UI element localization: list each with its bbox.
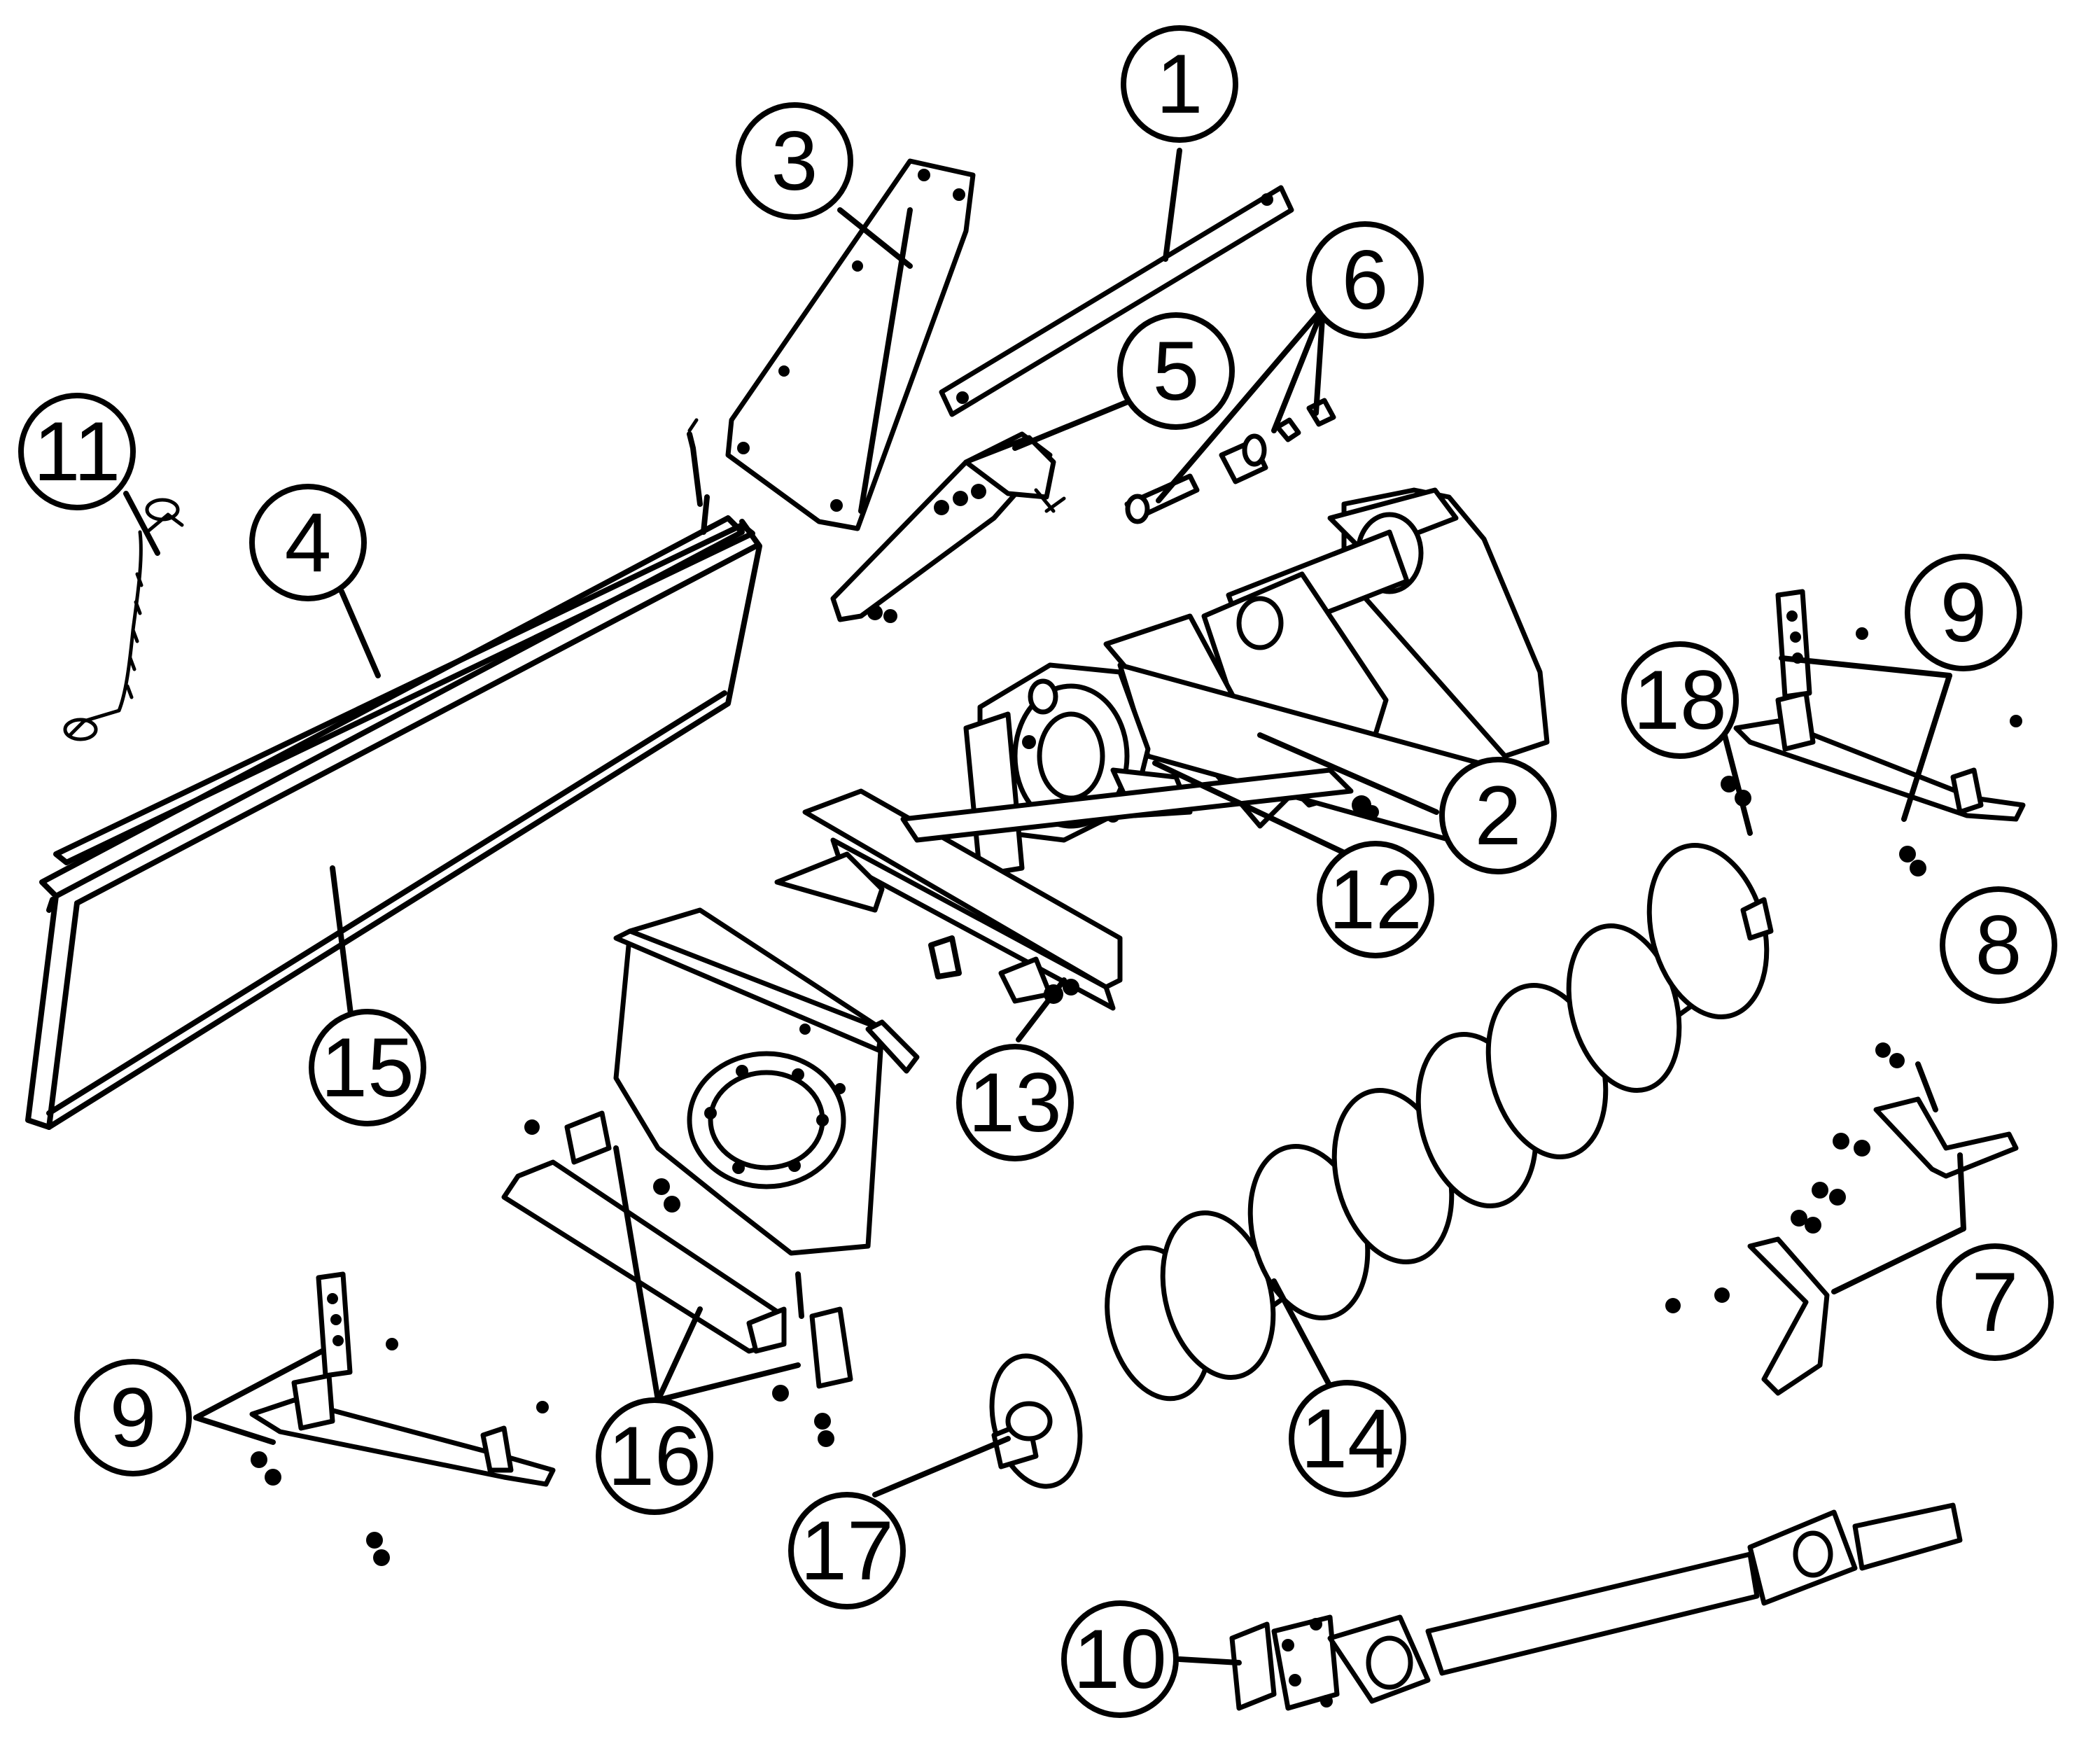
svg-text:13: 13 bbox=[968, 1056, 1061, 1150]
part-pto-shaft bbox=[1229, 1502, 1963, 1711]
callout-2: 2 bbox=[1439, 757, 1557, 874]
svg-text:11: 11 bbox=[34, 405, 121, 498]
svg-text:3: 3 bbox=[771, 114, 818, 208]
part-front-shield bbox=[25, 418, 762, 1130]
part-tine-left bbox=[249, 1271, 556, 1566]
svg-text:1: 1 bbox=[1156, 37, 1203, 131]
part-bracket bbox=[830, 431, 1066, 623]
callout-16: 16 bbox=[596, 1397, 713, 1515]
part-rotor-assembly bbox=[989, 842, 1774, 1489]
svg-text:17: 17 bbox=[800, 1504, 893, 1598]
callout-3: 3 bbox=[736, 102, 853, 220]
callout-9-left: 9 bbox=[74, 1359, 192, 1476]
callout-17: 17 bbox=[788, 1492, 906, 1609]
svg-text:9: 9 bbox=[1940, 566, 1987, 659]
callout-5: 5 bbox=[1117, 312, 1235, 430]
svg-text:8: 8 bbox=[1975, 898, 2022, 992]
leader-lines bbox=[123, 148, 1966, 1665]
callout-13: 13 bbox=[956, 1044, 1074, 1161]
part-skid-bar bbox=[501, 1110, 853, 1447]
part-l-blades bbox=[1665, 1042, 2019, 1396]
svg-text:12: 12 bbox=[1329, 853, 1422, 947]
part-left-side-plate bbox=[613, 907, 920, 1256]
svg-text:16: 16 bbox=[608, 1409, 701, 1503]
svg-text:9: 9 bbox=[110, 1371, 157, 1465]
callout-6: 6 bbox=[1306, 221, 1424, 339]
callout-15: 15 bbox=[309, 1009, 426, 1126]
part-tine-right bbox=[1721, 589, 2026, 877]
callout-7: 7 bbox=[1936, 1243, 2054, 1361]
svg-text:6: 6 bbox=[1342, 233, 1389, 327]
callout-9-right: 9 bbox=[1905, 554, 2022, 671]
callout-4: 4 bbox=[249, 484, 367, 601]
svg-text:4: 4 bbox=[285, 496, 332, 589]
callout-12: 12 bbox=[1317, 841, 1434, 958]
svg-text:2: 2 bbox=[1475, 769, 1522, 862]
part-cross-beam-frame bbox=[774, 767, 1354, 1011]
callout-14: 14 bbox=[1289, 1380, 1406, 1497]
callout-18: 18 bbox=[1621, 641, 1739, 759]
svg-text:15: 15 bbox=[321, 1021, 414, 1115]
callout-1: 1 bbox=[1121, 25, 1238, 143]
part-safety-chain bbox=[63, 498, 184, 741]
svg-text:10: 10 bbox=[1073, 1612, 1166, 1706]
callout-11: 11 bbox=[18, 393, 136, 510]
callout-10: 10 bbox=[1061, 1600, 1179, 1718]
svg-text:5: 5 bbox=[1153, 324, 1200, 418]
part-top-link-bar bbox=[939, 185, 1294, 417]
callout-8: 8 bbox=[1940, 886, 2057, 1004]
part-side-plate bbox=[725, 158, 976, 531]
svg-text:18: 18 bbox=[1633, 653, 1726, 747]
svg-text:14: 14 bbox=[1301, 1392, 1394, 1486]
svg-text:7: 7 bbox=[1972, 1255, 2019, 1349]
